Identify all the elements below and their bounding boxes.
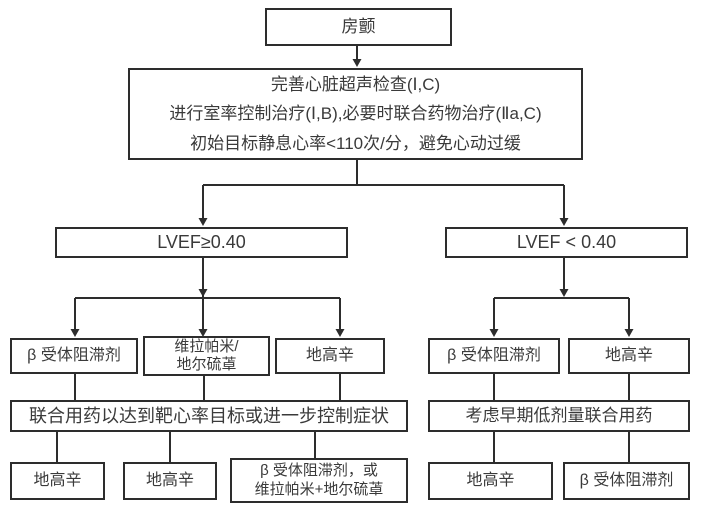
node-label: 地高辛 [305,347,354,364]
node-label: β 受体阻滞剂 [447,347,541,364]
node-label: 地高辛 [604,347,653,364]
node-atrial-fibrillation: 房颤 [265,8,452,46]
node-lvef-ge-040: LVEF≥0.40 [55,227,348,258]
arrowheads [70,59,634,337]
node-label: β 受体阻滞剂 [27,347,121,364]
node-label: 地高辛 [145,472,194,489]
node-label: β 受体阻滞剂 [579,472,674,489]
node-label: LVEF≥0.40 [157,232,246,253]
node-label-line-1: β 受体阻滞剂，或 [260,461,378,479]
node-label-line-1: 维拉帕米/ [174,338,239,355]
node-label: LVEF < 0.40 [516,232,617,253]
node-label-line-2: 维拉帕米+地尔硫䓬 [254,480,384,498]
node-assessment: 完善心脏超声检查(Ⅰ,C) 进行室率控制治疗(Ⅰ,B),必要时联合药物治疗(Ⅱa… [128,68,583,160]
node-right-outcome-beta-blocker: β 受体阻滞剂 [563,462,690,500]
assessment-line-1: 完善心脏超声检查(Ⅰ,C) [270,75,441,95]
node-left-combination-strategy: 联合用药以达到靶心率目标或进一步控制症状 [10,400,408,432]
node-label: 房颤 [341,17,376,37]
assessment-line-3: 初始目标静息心率<110次/分，避免心动过缓 [190,133,521,153]
assessment-line-2: 进行室率控制治疗(Ⅰ,B),必要时联合药物治疗(Ⅱa,C) [169,104,542,124]
node-right-outcome-digoxin: 地高辛 [428,462,553,500]
node-left-beta-blocker: β 受体阻滞剂 [10,338,138,374]
node-left-digoxin: 地高辛 [275,338,385,374]
node-right-digoxin: 地高辛 [568,338,690,374]
node-right-beta-blocker: β 受体阻滞剂 [428,338,560,374]
node-label: 地高辛 [466,472,515,489]
node-left-outcome-beta-or-verapamil-diltiazem: β 受体阻滞剂，或 维拉帕米+地尔硫䓬 [230,458,408,503]
node-left-outcome-digoxin-2: 地高辛 [123,462,217,500]
node-left-outcome-digoxin-1: 地高辛 [10,462,105,500]
node-label: 考虑早期低剂量联合用药 [465,406,653,426]
node-label: 联合用药以达到靶心率目标或进一步控制症状 [29,405,389,426]
node-lvef-lt-040: LVEF < 0.40 [445,227,688,258]
node-left-verapamil-diltiazem: 维拉帕米/ 地尔硫䓬 [143,336,270,376]
node-label-line-2: 地尔硫䓬 [176,356,237,373]
node-right-combination-strategy: 考虑早期低剂量联合用药 [428,400,690,432]
node-label: 地高辛 [33,472,82,489]
